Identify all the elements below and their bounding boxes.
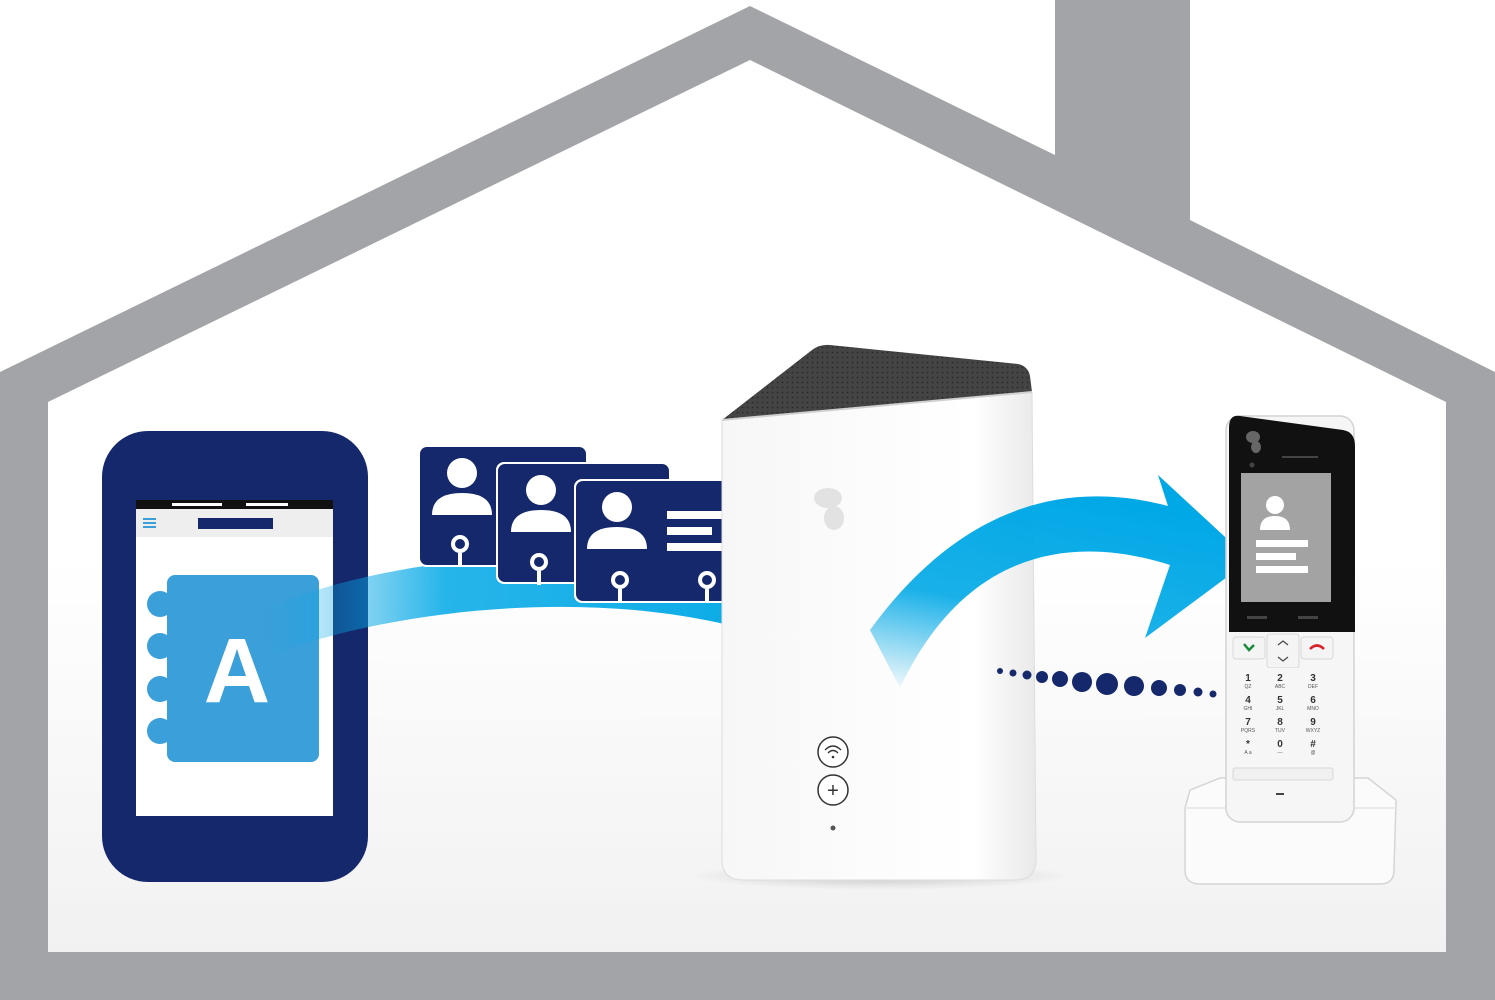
key-digit[interactable]: 6 bbox=[1310, 695, 1316, 706]
key-letters: A a bbox=[1244, 750, 1251, 756]
wifi-button[interactable] bbox=[817, 736, 849, 768]
router-led bbox=[830, 825, 836, 831]
add-button[interactable] bbox=[817, 774, 849, 806]
book-ring bbox=[147, 676, 173, 702]
handset-logo bbox=[1246, 431, 1261, 453]
key-letters: PQRS bbox=[1241, 728, 1256, 734]
key-letters: ABC bbox=[1275, 684, 1286, 690]
key-letters: TUV bbox=[1275, 728, 1286, 734]
status-bar bbox=[136, 500, 333, 509]
menu-icon bbox=[143, 518, 156, 528]
key-digit[interactable]: 3 bbox=[1310, 673, 1316, 684]
dect-handset: 1 QZ 2 ABC 3 DEF 4 GHI 5 JKL 6 MNO 7 PQR… bbox=[1184, 415, 1397, 885]
dect-signal-dots bbox=[997, 668, 1217, 698]
key-letters: GHI bbox=[1244, 706, 1253, 712]
softkey-left[interactable] bbox=[1247, 616, 1267, 619]
key-digit[interactable]: 4 bbox=[1245, 695, 1251, 706]
key-digit[interactable]: 7 bbox=[1245, 717, 1251, 728]
book-ring bbox=[147, 591, 173, 617]
card-text-line bbox=[667, 527, 712, 535]
key-digit[interactable]: 0 bbox=[1277, 739, 1283, 750]
book-ring bbox=[147, 633, 173, 659]
key-digit[interactable]: 5 bbox=[1277, 695, 1283, 706]
softkey-right[interactable] bbox=[1298, 616, 1318, 619]
router-top-mesh bbox=[722, 344, 1032, 420]
handset-microphone bbox=[1276, 793, 1284, 795]
call-accept-icon bbox=[1243, 643, 1255, 652]
key-letters: DEF bbox=[1308, 684, 1318, 690]
chevron-up-icon bbox=[1277, 640, 1289, 646]
chevron-down-icon bbox=[1277, 656, 1289, 662]
key-digit[interactable]: # bbox=[1310, 739, 1316, 750]
key-letters: MNO bbox=[1307, 706, 1319, 712]
app-title-bar bbox=[198, 518, 273, 529]
arrow-router-to-handset bbox=[870, 475, 1250, 688]
card-text-line bbox=[667, 511, 732, 519]
handset-earpiece bbox=[1282, 456, 1318, 458]
wifi-icon bbox=[824, 745, 842, 759]
router-logo bbox=[814, 488, 844, 530]
handset-screen bbox=[1241, 473, 1331, 602]
contact-icon bbox=[526, 475, 556, 505]
key-letters: @ bbox=[1310, 750, 1315, 756]
plus-icon: + bbox=[827, 780, 839, 802]
smartphone: A bbox=[102, 431, 368, 882]
key-digit[interactable]: 2 bbox=[1277, 673, 1283, 684]
nav-key[interactable] bbox=[1266, 633, 1300, 669]
keypad: 1 QZ 2 ABC 3 DEF 4 GHI 5 JKL 6 MNO 7 PQR… bbox=[1233, 668, 1333, 764]
function-key-row[interactable] bbox=[1232, 767, 1334, 781]
key-letters: — bbox=[1278, 750, 1283, 756]
contact-icon bbox=[1256, 496, 1308, 573]
call-end-button[interactable] bbox=[1300, 636, 1334, 660]
key-letters: WXYZ bbox=[1306, 728, 1320, 734]
key-digit[interactable]: 1 bbox=[1245, 673, 1251, 684]
contact-icon bbox=[602, 492, 632, 522]
key-digit[interactable]: 9 bbox=[1310, 717, 1316, 728]
book-letter: A bbox=[204, 620, 270, 722]
key-letters: QZ bbox=[1245, 684, 1252, 690]
contact-card bbox=[574, 479, 754, 603]
key-digit[interactable]: * bbox=[1246, 739, 1250, 750]
book-ring bbox=[147, 718, 173, 744]
card-text-line bbox=[667, 543, 732, 551]
contact-icon bbox=[447, 458, 477, 488]
key-digit[interactable]: 8 bbox=[1277, 717, 1283, 728]
handset-sensor bbox=[1249, 462, 1255, 468]
call-end-icon bbox=[1309, 644, 1325, 650]
call-accept-button[interactable] bbox=[1232, 636, 1266, 660]
key-letters: JKL bbox=[1276, 706, 1285, 712]
